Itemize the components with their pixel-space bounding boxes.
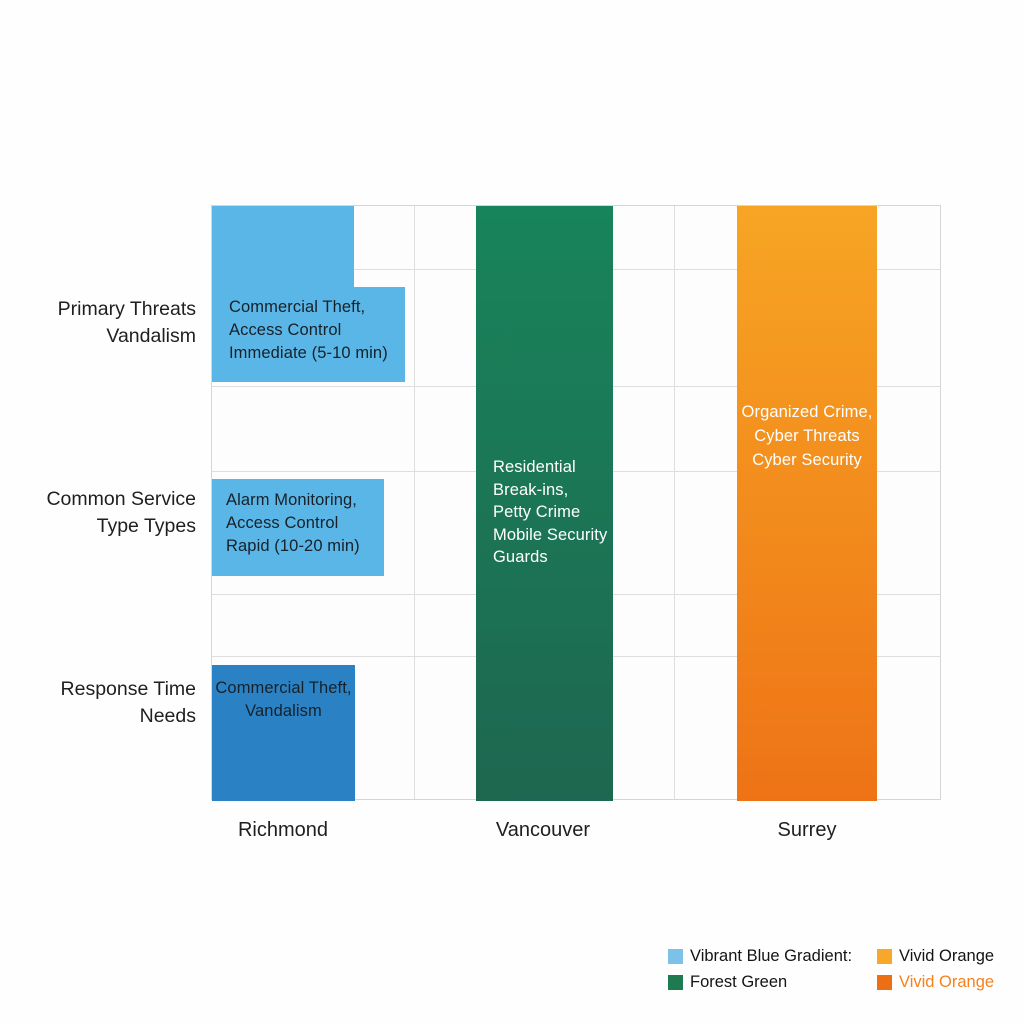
bar-richmond-service-types: Alarm Monitoring, Access Control Rapid (…	[212, 479, 384, 576]
legend-swatch-orange-dark	[877, 974, 892, 990]
plot-area: Commercial Theft, Access Control Immedia…	[211, 205, 941, 801]
bar-text-richmond-service-types: Alarm Monitoring, Access Control Rapid (…	[226, 491, 360, 555]
legend-item-vivid-orange-2: Vivid Orange	[877, 973, 994, 991]
legend-item-vibrant-blue: Vibrant Blue Gradient:	[668, 947, 852, 965]
bar-text-vancouver: Residential Break-ins, Petty Crime Mobil…	[493, 458, 608, 566]
legend-label: Forest Green	[690, 972, 788, 991]
bar-richmond-primary-threats-upper	[212, 206, 354, 287]
bar-text-richmond-response-time: Commercial Theft, Vandalism	[215, 679, 352, 720]
gridline-vertical	[414, 206, 415, 799]
bar-text-surrey: Organized Crime, Cyber Threats Cyber Sec…	[741, 403, 873, 469]
legend-label: Vibrant Blue Gradient:	[690, 946, 853, 965]
legend-swatch-orange-light	[877, 948, 892, 964]
legend-swatch-blue	[668, 948, 683, 964]
legend-label: Vivid Orange	[899, 972, 995, 991]
legend-item-forest-green: Forest Green	[668, 973, 787, 991]
x-axis-label-vancouver: Vancouver	[495, 819, 591, 841]
legend-swatch-green	[668, 974, 683, 990]
bar-surrey: Organized Crime, Cyber Threats Cyber Sec…	[737, 206, 877, 801]
y-axis-label-common-service-types: Common Service Type Types	[46, 488, 196, 537]
y-axis-label-response-time-needs: Response Time Needs	[60, 678, 196, 727]
bar-vancouver: Residential Break-ins, Petty Crime Mobil…	[476, 206, 613, 801]
gridline-vertical	[674, 206, 675, 799]
legend-label: Vivid Orange	[899, 946, 995, 965]
bar-text-richmond-primary-threats: Commercial Theft, Access Control Immedia…	[229, 298, 388, 362]
y-axis-label-primary-threats: Primary Threats Vandalism	[57, 298, 196, 347]
x-axis-label-richmond: Richmond	[237, 819, 329, 841]
bar-richmond-response-time: Commercial Theft, Vandalism	[212, 665, 355, 801]
legend-item-vivid-orange-1: Vivid Orange	[877, 947, 994, 965]
x-axis-label-surrey: Surrey	[777, 819, 837, 841]
bar-richmond-primary-threats: Commercial Theft, Access Control Immedia…	[212, 287, 405, 382]
